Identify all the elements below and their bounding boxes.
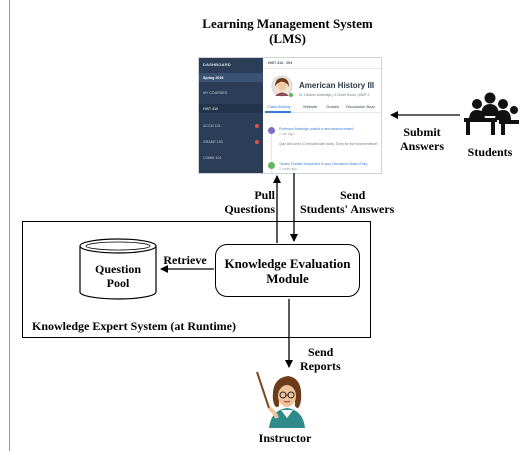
lms-title-line2: (LMS) [269,31,306,46]
feed-item-text: Tommy Franklin responded to your Discuss… [279,162,368,166]
submit-answers-line1: Submit [403,125,441,139]
lms-sidebar-active-highlight [199,104,263,113]
lms-title-line1: Learning Management System [202,16,373,31]
pull-questions-line1: Pull [254,188,275,202]
feed-item-text: Professor Ambridge posted a new announce… [279,127,355,131]
course-title: American History III [299,81,375,90]
lms-topbar: HIST 410 - 001 [263,58,381,69]
notification-dot [255,140,259,144]
notification-dot [255,124,259,128]
tab-active-indicator [265,111,291,113]
pull-questions-label: Pull Questions [211,188,275,216]
tab-divider [265,112,381,113]
send-reports-line2: Reports [300,359,341,373]
lms-logo: DASHBOARD [203,62,231,67]
database-cylinder-icon [79,238,157,300]
lms-sidebar-item: HIST 410 [203,107,219,111]
send-students-answers-line2: Students' Answers [300,202,395,216]
left-frame-border [9,0,10,451]
lms-sidebar: DASHBOARD Spring 2015 MY COURSES HIST 41… [199,58,263,173]
kes-label: Knowledge Expert System (at Runtime) [32,319,236,333]
question-pool-line1: Question [94,262,141,276]
lms-sidebar-term-highlight [199,73,263,82]
kem-line1: Knowledge Evaluation [224,256,351,271]
lms-sidebar-item: COMM 101 [203,156,222,160]
feed-discussion-icon [268,162,275,169]
lms-sidebar-item: Spring 2015 [203,76,224,80]
instructor-label: Instructor [258,431,312,445]
retrieve-label: Retrieve [163,253,207,267]
lms-screenshot: DASHBOARD Spring 2015 MY COURSES HIST 41… [198,57,382,174]
lms-title: Learning Management System (LMS) [180,16,395,46]
kem-line2: Module [266,271,309,286]
feed-timeline [271,128,272,173]
lms-sidebar-item: ACCM 101 [203,124,221,128]
tab-grades: Grades [326,104,340,109]
send-reports-label: Send Reports [300,345,350,373]
students-icon [464,92,519,135]
question-pool-label: Question Pool [78,262,158,290]
students-label: Students [467,145,513,159]
submit-answers-line2: Answers [400,139,444,153]
send-students-answers-label: Send Students' Answers [300,188,410,216]
question-pool-line2: Pool [106,276,130,290]
send-reports-line1: Send [308,345,334,359]
knowledge-expert-system-box [22,221,371,338]
course-subtitle: Dr. Delores Ambridge | 3 Credit Hours | … [299,93,370,97]
lms-sidebar-item: GRADE 103 [203,140,223,144]
lms-topbar-label: HIST 410 - 001 [268,61,293,65]
professor-avatar-icon [271,75,293,97]
kem-label: Knowledge Evaluation Module [215,256,360,286]
feed-announcement-icon [268,127,275,134]
submit-answers-label: Submit Answers [392,125,452,153]
tab-class-activity: Class Activity [267,104,291,109]
pull-questions-line2: Questions [224,202,275,216]
tab-website: Website [303,104,318,109]
feed-item-text: Quiz will cover 10 minutes late today. S… [279,142,378,146]
tab-discussion: Discussion Boar [346,104,375,109]
knowledge-evaluation-module [215,244,360,297]
lms-sidebar-item: MY COURSES [203,91,228,95]
feed-item-time: 2 hours ago [279,167,297,171]
instructor-icon [256,371,305,428]
feed-item-time: 2 min ago [279,132,294,136]
send-students-answers-line1: Send [340,188,366,202]
